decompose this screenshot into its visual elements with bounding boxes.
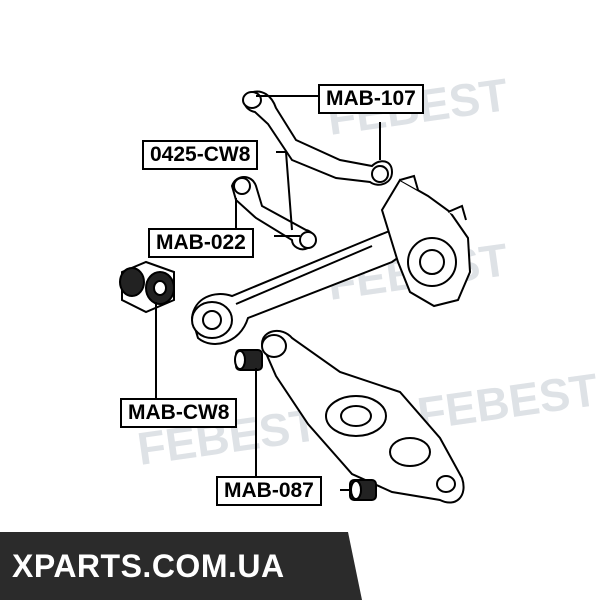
bushing-mab-087-upper [234,349,263,371]
steering-knuckle [380,174,472,308]
banner-text: XPARTS.COM.UA [12,548,285,584]
label-0425-cw8: 0425-CW8 [142,140,259,170]
label-mab-022: MAB-022 [148,228,254,258]
leader-lines [155,95,381,491]
label-mab-087: MAB-087 [216,476,322,506]
trailing-link [230,176,317,251]
bushing-mab-087-lower [349,479,377,501]
leader-0425-cw8 [276,151,293,231]
label-mab-107: MAB-107 [318,84,424,114]
bushing-mab-cw8 [119,260,175,314]
svg-text:FEBEST: FEBEST [414,363,600,440]
label-mab-cw8: MAB-CW8 [120,398,238,428]
lower-control-arm [260,329,465,504]
banner-background [0,532,362,600]
